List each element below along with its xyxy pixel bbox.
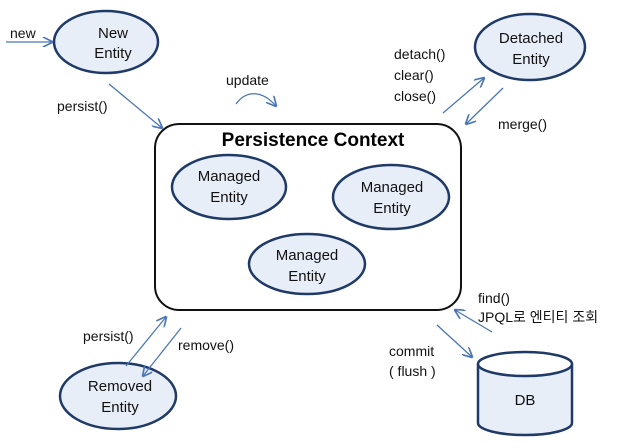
managed-entity-node-1: Managed Entity bbox=[170, 153, 288, 221]
label-detach: detach() bbox=[394, 46, 445, 62]
removed-entity-label-line2: Entity bbox=[101, 399, 139, 416]
label-new: new bbox=[10, 25, 37, 41]
label-persist-bottom: persist() bbox=[83, 328, 134, 344]
removed-entity-label-line1: Removed bbox=[88, 378, 152, 395]
managed-entity-2-label-line2: Entity bbox=[373, 200, 411, 217]
detached-entity-node: Detached Entity bbox=[473, 12, 587, 82]
managed-entity-1-label-line1: Managed bbox=[198, 168, 261, 185]
detached-entity-label-line2: Entity bbox=[512, 51, 550, 68]
managed-entity-node-2: Managed Entity bbox=[331, 163, 451, 231]
edge-labels: new persist() update detach() clear() cl… bbox=[10, 25, 598, 379]
arrows bbox=[6, 42, 504, 376]
merge-arrow bbox=[466, 87, 504, 124]
managed-entity-3-label-line1: Managed bbox=[276, 247, 339, 264]
label-clear: clear() bbox=[394, 67, 434, 83]
db-cylinder: DB bbox=[476, 350, 574, 437]
label-commit: commit bbox=[389, 343, 434, 359]
db-label: DB bbox=[515, 392, 536, 409]
label-update: update bbox=[226, 72, 269, 88]
persist-arrow-bottom bbox=[125, 317, 166, 367]
detach-arrow bbox=[442, 78, 484, 114]
new-entity-label-line2: Entity bbox=[94, 45, 132, 62]
removed-entity-node: Removed Entity bbox=[58, 361, 178, 431]
commit-arrow bbox=[436, 324, 472, 357]
new-entity-label-line1: New bbox=[98, 25, 128, 42]
find-arrow bbox=[455, 310, 493, 333]
managed-entity-1-label-line2: Entity bbox=[210, 189, 248, 206]
label-jpql: JPQL로 엔티티 조회 bbox=[478, 309, 598, 325]
detached-entity-label-line1: Detached bbox=[499, 30, 563, 47]
label-close: close() bbox=[394, 88, 436, 104]
managed-entity-node-3: Managed Entity bbox=[247, 232, 367, 296]
label-find: find() bbox=[478, 290, 510, 306]
label-flush: ( flush ) bbox=[389, 363, 436, 379]
update-arrow bbox=[235, 93, 276, 106]
label-merge: merge() bbox=[498, 116, 547, 132]
new-entity-node: New Entity bbox=[52, 9, 160, 75]
managed-entity-2-label-line1: Managed bbox=[361, 179, 424, 196]
label-remove: remove() bbox=[178, 337, 234, 353]
persistence-context-title: Persistence Context bbox=[222, 130, 405, 151]
managed-entity-3-label-line2: Entity bbox=[288, 268, 326, 285]
persist-arrow-top bbox=[108, 83, 162, 128]
remove-arrow bbox=[143, 327, 182, 376]
label-persist-top: persist() bbox=[57, 98, 108, 114]
